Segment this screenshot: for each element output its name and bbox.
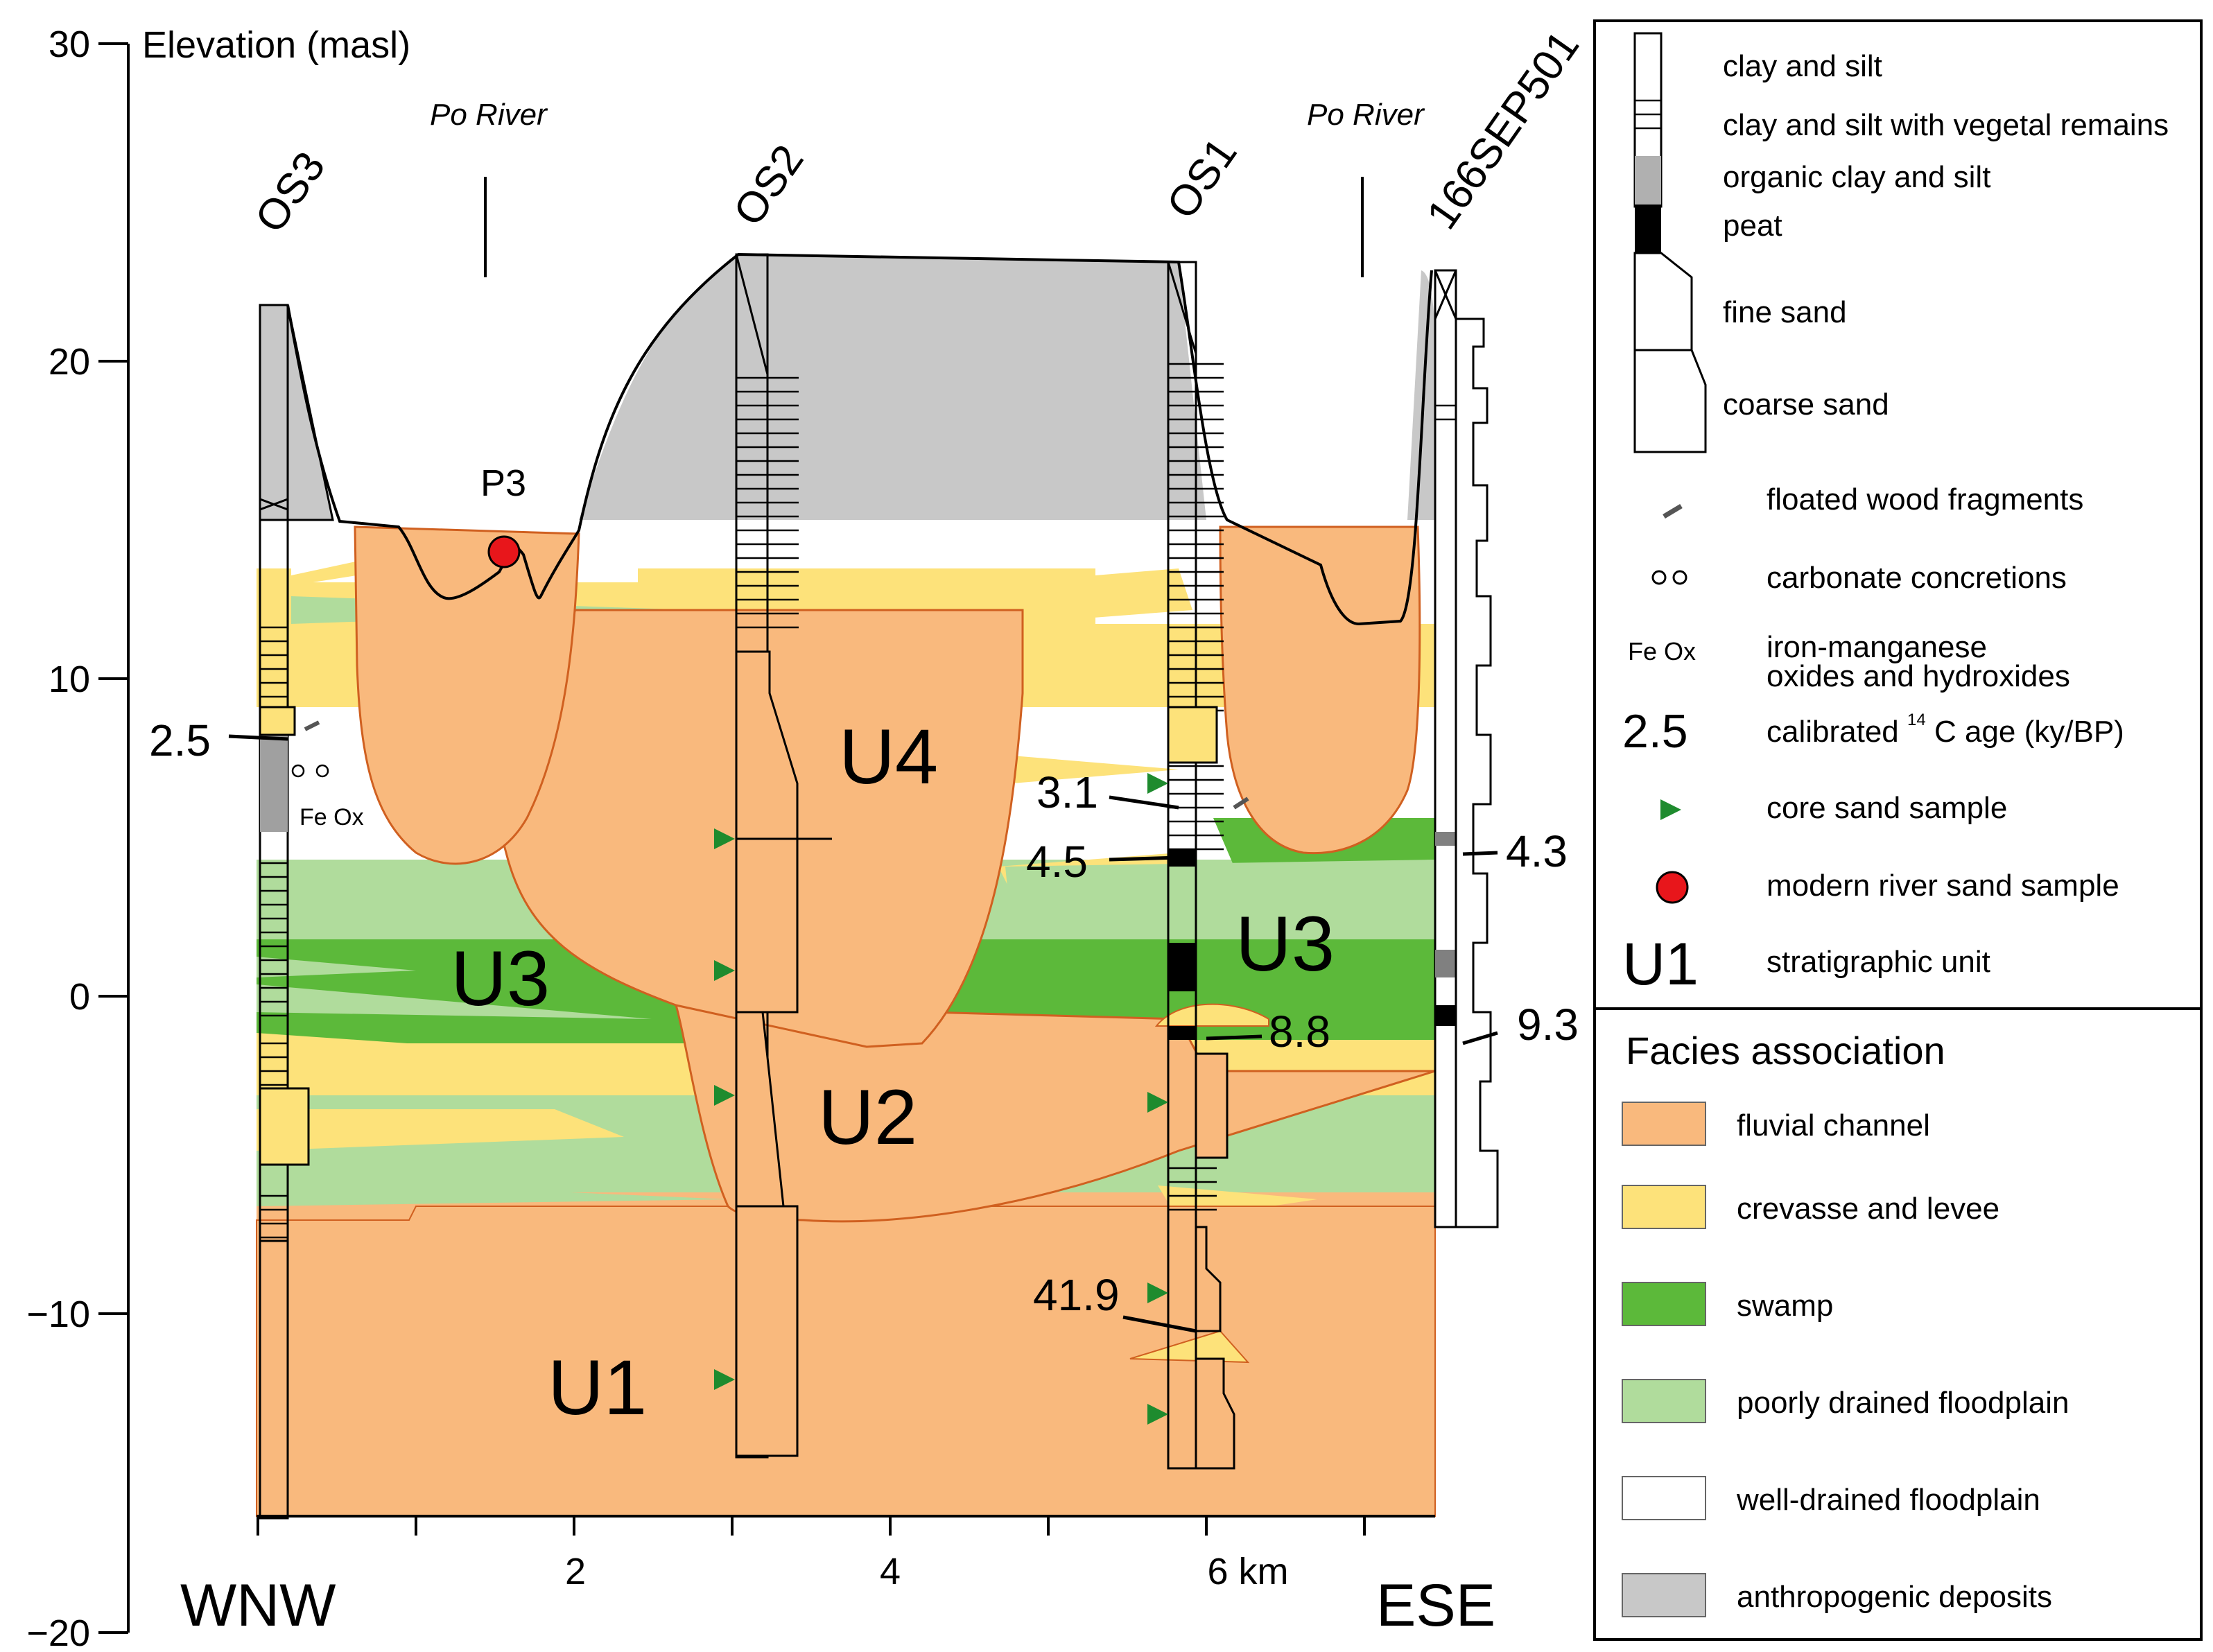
lithology-column-symbol	[1633, 32, 1707, 453]
wood-fragment-icon	[1663, 503, 1683, 519]
y-tick-label: 10	[49, 659, 90, 700]
facies-labels: fluvial channel crevasse and levee swamp…	[1736, 1108, 2069, 1614]
legend-label: clay and silt	[1723, 49, 1882, 83]
legend-label: iron-manganese	[1767, 630, 1987, 664]
legend-label: organic clay and silt	[1723, 160, 1990, 194]
river-label-left: Po River	[430, 98, 548, 132]
core-sample-icon	[1660, 799, 1681, 820]
unit-label-u4: U4	[839, 713, 938, 800]
direction-right: ESE	[1376, 1572, 1495, 1639]
x-tick-label: 2	[565, 1551, 586, 1592]
core-label-os3: OS3	[246, 144, 335, 241]
y-tick-label: −10	[26, 1294, 90, 1335]
legend-age-text: calibrated 14 C age (ky/BP)	[1767, 698, 2124, 749]
legend-label: anthropogenic deposits	[1737, 1580, 2052, 1614]
core-os2-column	[735, 253, 832, 1459]
legend-label: clay and silt with vegetal remains	[1723, 108, 2169, 142]
legend-label: stratigraphic unit	[1767, 945, 1990, 979]
unit-label-u3-right: U3	[1235, 901, 1335, 987]
legend-label: well-drained floodplain	[1736, 1483, 2040, 1517]
age-symbol: 2.5	[1622, 705, 1688, 758]
legend-label: floated wood fragments	[1767, 482, 2083, 516]
legend-label: fine sand	[1723, 295, 1847, 329]
core-sand-sample-markers	[714, 773, 1168, 1425]
y-tick-label: −20	[26, 1612, 90, 1652]
legend-label: modern river sand sample	[1767, 869, 2119, 903]
y-axis	[98, 42, 130, 1634]
core-label-os2: OS2	[724, 137, 813, 234]
p3-river-sample-marker	[487, 535, 521, 568]
legend: clay and silt clay and silt with vegetal…	[1593, 19, 2203, 1641]
y-tick-label: 30	[49, 24, 90, 65]
x-tick-label: 6 km	[1207, 1551, 1288, 1592]
legend-label: carbonate concretions	[1767, 561, 2067, 595]
age-labels: 2.5 3.1 4.5 4.3 8.8 9.3 41.9	[149, 715, 1579, 1320]
channel-right-body	[1219, 525, 1421, 855]
unit-label-u2: U2	[818, 1074, 917, 1160]
age-label: 41.9	[1033, 1270, 1120, 1320]
age-label: 9.3	[1517, 1000, 1579, 1050]
age-label: 8.8	[1269, 1007, 1330, 1057]
core-label-166sep501: 166SEP501	[1418, 22, 1588, 238]
legend-label: oxides and hydroxides	[1767, 659, 2070, 693]
legend-label: swamp	[1737, 1289, 1833, 1323]
unit-symbol: U1	[1622, 931, 1699, 998]
x-tick-label: 4	[880, 1551, 901, 1592]
core-166sep501-column	[1434, 269, 1499, 1228]
ground-surface	[286, 252, 1433, 626]
unit-label-u3-left: U3	[451, 935, 550, 1022]
age-label: 4.3	[1506, 826, 1568, 876]
river-sample-icon	[1656, 871, 1689, 904]
channel-p3-body	[354, 525, 580, 865]
x-axis	[257, 1515, 1435, 1536]
unit-u1-body	[256, 1206, 1436, 1517]
anthropogenic-deposits	[259, 254, 1437, 521]
legend-label: crevasse and levee	[1737, 1192, 1999, 1226]
direction-left: WNW	[180, 1572, 336, 1639]
fe-ox-label: Fe Ox	[300, 804, 364, 831]
legend-label: fluvial channel	[1737, 1108, 1930, 1142]
legend-label: peat	[1723, 209, 1782, 243]
y-tick-labels: 30 20 10 0 −10 −20	[26, 24, 90, 1652]
age-label: 3.1	[1036, 767, 1098, 817]
concretion-icon	[1651, 570, 1687, 585]
legend-label: poorly drained floodplain	[1737, 1386, 2069, 1420]
age-label: 2.5	[149, 715, 211, 765]
lithology-legend-labels: clay and silt clay and silt with vegetal…	[1723, 49, 2169, 421]
feox-symbol: Fe Ox	[1628, 637, 1696, 666]
x-tick-labels: 2 4 6 km	[565, 1551, 1289, 1592]
core-os1-column	[1167, 261, 1235, 1470]
facies-title: Facies association	[1626, 1029, 1945, 1072]
age-leader-lines	[228, 734, 1498, 1333]
y-axis-title: Elevation (masl)	[142, 24, 410, 66]
legend-label: core sand sample	[1767, 791, 2007, 825]
unit-label-u1: U1	[548, 1344, 647, 1431]
core-label-os1: OS1	[1158, 130, 1247, 227]
y-tick-label: 0	[69, 976, 90, 1018]
river-label-right: Po River	[1307, 98, 1425, 132]
sample-label-p3: P3	[480, 462, 526, 504]
facies-swatches	[1622, 1102, 1706, 1617]
y-tick-label: 20	[49, 341, 90, 383]
age-label: 4.5	[1026, 837, 1088, 887]
legend-label: coarse sand	[1723, 388, 1889, 421]
core-os3-column	[259, 304, 310, 1520]
